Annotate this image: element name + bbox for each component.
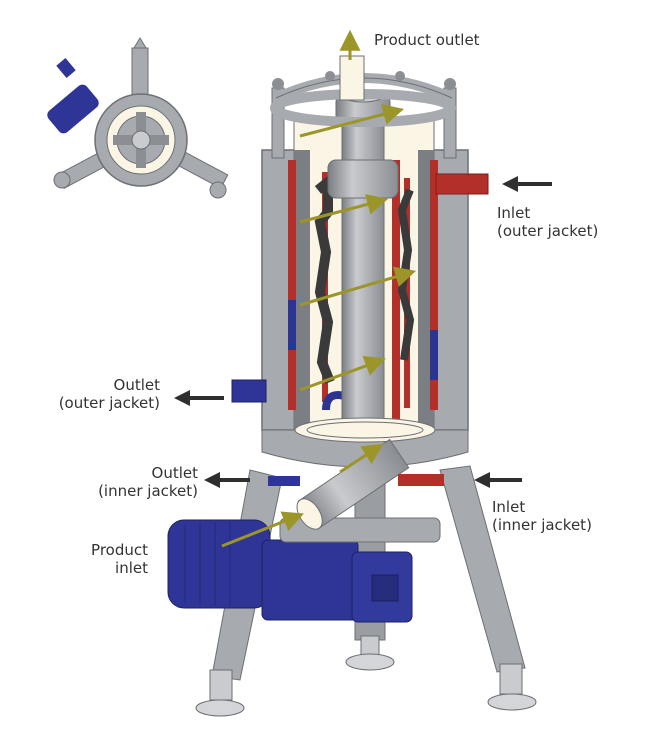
top-view-shaft — [131, 130, 151, 150]
hot-media-passage — [430, 160, 438, 410]
gearbox — [261, 539, 359, 621]
product-outlet-label: Product outlet — [374, 31, 480, 49]
outlet-outer-jacket-label: Outlet (outer jacket) — [58, 376, 160, 412]
flow-arrow — [221, 511, 304, 548]
inlet-outer-jacket-label: Inlet (outer jacket) — [497, 204, 599, 240]
arrow-icon — [474, 472, 522, 488]
cold-media-passage — [288, 300, 296, 350]
heat-exchanger — [167, 55, 537, 717]
inner-jacket-inlet-nozzle — [398, 474, 444, 486]
label-arrows — [174, 176, 552, 488]
top-view-inset — [47, 37, 229, 199]
rotor-coupling — [327, 159, 399, 199]
product-flow-path — [221, 29, 417, 548]
hot-media-passage — [288, 160, 296, 410]
top-view-motor — [47, 84, 99, 134]
front-right-leg — [439, 465, 526, 673]
flow-arrow — [299, 355, 386, 392]
inlet-inner-jacket-label: Inlet (inner jacket) — [492, 498, 592, 534]
cold-media-passage — [430, 330, 438, 380]
adjustable-foot — [487, 663, 537, 711]
flow-arrow — [299, 104, 405, 138]
flow-arrow — [299, 194, 389, 224]
hot-media-passage — [392, 160, 400, 420]
outer-jacket-outlet-nozzle — [231, 379, 267, 403]
adjustable-foot — [195, 669, 245, 717]
arrow-icon — [502, 176, 552, 192]
arrow-icon — [174, 390, 224, 406]
inner-jacket-outlet-nozzle — [268, 476, 300, 486]
product-inlet-label: Product inlet — [91, 541, 148, 577]
adjustable-foot — [345, 635, 395, 671]
outer-jacket-inlet-nozzle — [435, 173, 489, 195]
flow-arrow — [299, 266, 417, 307]
arrow-icon — [204, 472, 250, 488]
outlet-inner-jacket-label: Outlet (inner jacket) — [98, 464, 198, 500]
product-outlet-pipe — [339, 55, 365, 101]
flow-arrow — [339, 443, 384, 474]
